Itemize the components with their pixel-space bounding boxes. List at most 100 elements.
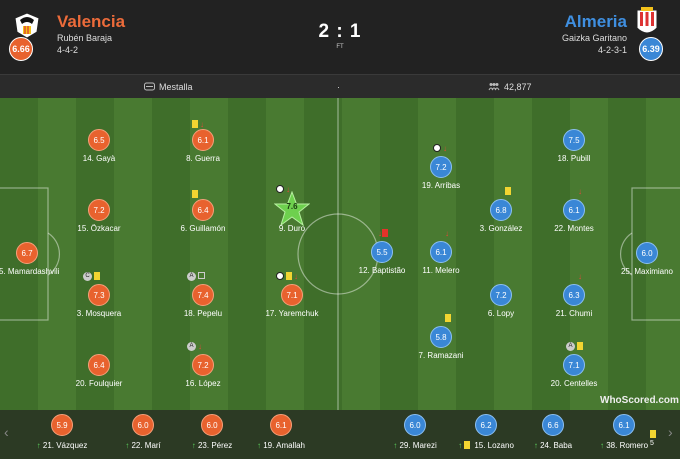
match-info-bar: Mestalla · 42,877	[0, 74, 680, 98]
player-rating: 7.2	[88, 199, 110, 221]
home-player-mosquera[interactable]: C 7.3 3. Mosquera	[59, 272, 139, 324]
player-name: ↑ 22. Marí	[103, 441, 183, 450]
player-name: 25. Maximiano	[620, 267, 674, 276]
player-name: 19. Arribas	[421, 181, 461, 190]
player-rating: 5.9	[51, 414, 73, 436]
player-name: 11. Melero	[422, 266, 460, 275]
goal-icon	[276, 185, 284, 193]
away-coach: Gaizka Garitano	[561, 33, 627, 43]
home-player-ozkacar[interactable]: 7.2 15. Özkacar	[59, 199, 139, 239]
player-rating: 7.5	[563, 129, 585, 151]
away-player-chumi[interactable]: ↓ 6.3 21. Chumi	[534, 272, 614, 324]
home-player-gaya[interactable]: 6.5 14. Gayà	[59, 129, 139, 169]
sub-off-icon: ↓	[445, 229, 449, 238]
goal-icon	[276, 272, 284, 280]
player-name: 3. Mosquera	[76, 309, 122, 318]
home-player-lopez[interactable]: A↓ 7.2 16. López	[163, 342, 243, 394]
sub-on-icon: ↑	[599, 441, 604, 450]
attendance-icon	[488, 83, 500, 91]
event-icons	[192, 190, 232, 200]
home-player-mamardashvili[interactable]: 6.7 25. Mamardashvili	[0, 242, 67, 282]
player-rating: 6.6	[542, 414, 564, 436]
home-player-yaremchuk[interactable]: ↓ 7.1 17. Yaremchuk	[252, 272, 332, 324]
away-player-gonzalez[interactable]: 6.8 3. González	[461, 187, 541, 239]
player-rating: 7.1	[281, 284, 303, 306]
player-rating: 7.2	[192, 354, 214, 376]
away-player-lopy[interactable]: 7.2 6. Lopy	[461, 284, 541, 324]
event-icons: ↓	[276, 272, 316, 282]
home-player-guillamon[interactable]: 6.4 6. Guillamón	[163, 190, 243, 239]
home-sub-amallah[interactable]: 6.1 ↑ 19. Amallah	[241, 411, 321, 455]
player-label: 38. Romero	[606, 441, 649, 450]
attendance-count: 42,877	[504, 82, 532, 92]
event-icons: ↓	[192, 120, 232, 130]
sub-on-icon: ↑	[36, 441, 41, 450]
player-name: ↑ 21. Vázquez	[22, 441, 102, 450]
home-player-duro[interactable]: ↓ 7.6 9. Duro	[252, 185, 332, 239]
player-rating: 7.6	[286, 202, 298, 211]
home-sub-perez[interactable]: 6.0 ↑ 23. Pérez	[172, 411, 252, 455]
away-player-baptistao[interactable]: ↓ 5.5 12. Baptistão	[342, 229, 422, 281]
player-name: 25. Mamardashvili	[0, 267, 60, 276]
yellow-card-icon	[94, 272, 100, 280]
assist-icon: A	[187, 272, 196, 281]
event-icons: C	[83, 272, 123, 282]
almeria-crest-icon	[636, 7, 658, 34]
event-icons: ↓	[433, 144, 473, 154]
player-label: 15. Lozano	[474, 441, 514, 450]
home-player-foulquier[interactable]: 6.4 20. Foulquier	[59, 354, 139, 394]
goal-icon	[433, 144, 441, 152]
match-score: 2 : 1	[318, 21, 362, 42]
player-rating: 6.5	[88, 129, 110, 151]
player-rating: 7.3	[88, 284, 110, 306]
away-player-arribas[interactable]: ↓ 7.2 19. Arribas	[401, 144, 481, 196]
event-icons: A	[187, 272, 227, 282]
player-rating: 7.1	[563, 354, 585, 376]
away-player-montes[interactable]: ↓ 6.1 22. Montes	[534, 187, 614, 239]
home-sub-vazquez[interactable]: 5.9 ↑ 21. Vázquez	[22, 411, 102, 455]
sub-on-icon: ↑	[191, 441, 196, 450]
away-sub-partial[interactable]: 5	[650, 430, 664, 447]
away-sub-romero[interactable]: 6.1 ↑ 38. Romero	[584, 411, 664, 455]
sub-off-icon: ↓	[198, 342, 202, 351]
yellow-card-icon	[192, 120, 198, 128]
sub-off-icon: ↓	[578, 272, 582, 281]
away-player-centelles[interactable]: A 7.1 20. Centelles	[534, 342, 614, 394]
event-icons: ↓	[276, 185, 316, 195]
player-rating: 6.0	[201, 414, 223, 436]
sub-off-icon: ↓	[200, 120, 204, 129]
away-formation: 4-2-3-1	[597, 45, 627, 55]
player-name: ↑ 29. Marezi	[375, 441, 455, 450]
away-player-melero[interactable]: ↓ 6.1 11. Melero	[401, 229, 481, 281]
player-rating: 6.1	[270, 414, 292, 436]
away-sub-lozano[interactable]: 6.2 ↑ 15. Lozano	[446, 411, 526, 455]
match-header: Valencia Rubén Baraja 4-4-2 6.66 2 : 1 F…	[0, 0, 680, 74]
home-team-name[interactable]: Valencia	[57, 12, 126, 31]
away-player-pubill[interactable]: 7.5 18. Pubill	[534, 129, 614, 169]
penalty-box-icon	[198, 272, 205, 279]
home-player-guerra[interactable]: ↓ 6.1 8. Guerra	[163, 120, 243, 169]
yellow-card-icon	[286, 272, 292, 280]
event-icons	[445, 314, 485, 324]
home-player-pepelu[interactable]: A 7.4 18. Pepelu	[163, 272, 243, 324]
away-sub-baba[interactable]: 6.6 ↑ 24. Baba	[513, 411, 593, 455]
away-team-name[interactable]: Almeria	[564, 12, 627, 31]
away-sub-marezi[interactable]: 6.0 ↑ 29. Marezi	[375, 411, 455, 455]
chevron-right-icon[interactable]: ›	[668, 424, 673, 440]
player-name: 21. Chumi	[555, 309, 593, 318]
home-sub-mari[interactable]: 6.0 ↑ 22. Marí	[103, 411, 183, 455]
event-icons: ↓	[578, 187, 618, 197]
sub-on-icon: ↑	[125, 441, 130, 450]
sub-off-icon: ↓	[294, 272, 298, 281]
chevron-left-icon[interactable]: ‹	[4, 424, 9, 440]
assist-icon: A	[566, 342, 575, 351]
away-player-maximiano[interactable]: 6.0 25. Maximiano	[607, 242, 680, 282]
man-of-the-match-star-icon	[274, 191, 310, 227]
player-name: 9. Duro	[278, 224, 306, 233]
player-rating: 7.2	[490, 284, 512, 306]
away-player-ramazani[interactable]: 5.8 7. Ramazani	[401, 314, 481, 366]
sub-off-icon: ↓	[378, 229, 382, 238]
venue-name: Mestalla	[159, 82, 193, 92]
home-coach: Rubén Baraja	[57, 33, 113, 43]
event-icons	[505, 187, 545, 197]
